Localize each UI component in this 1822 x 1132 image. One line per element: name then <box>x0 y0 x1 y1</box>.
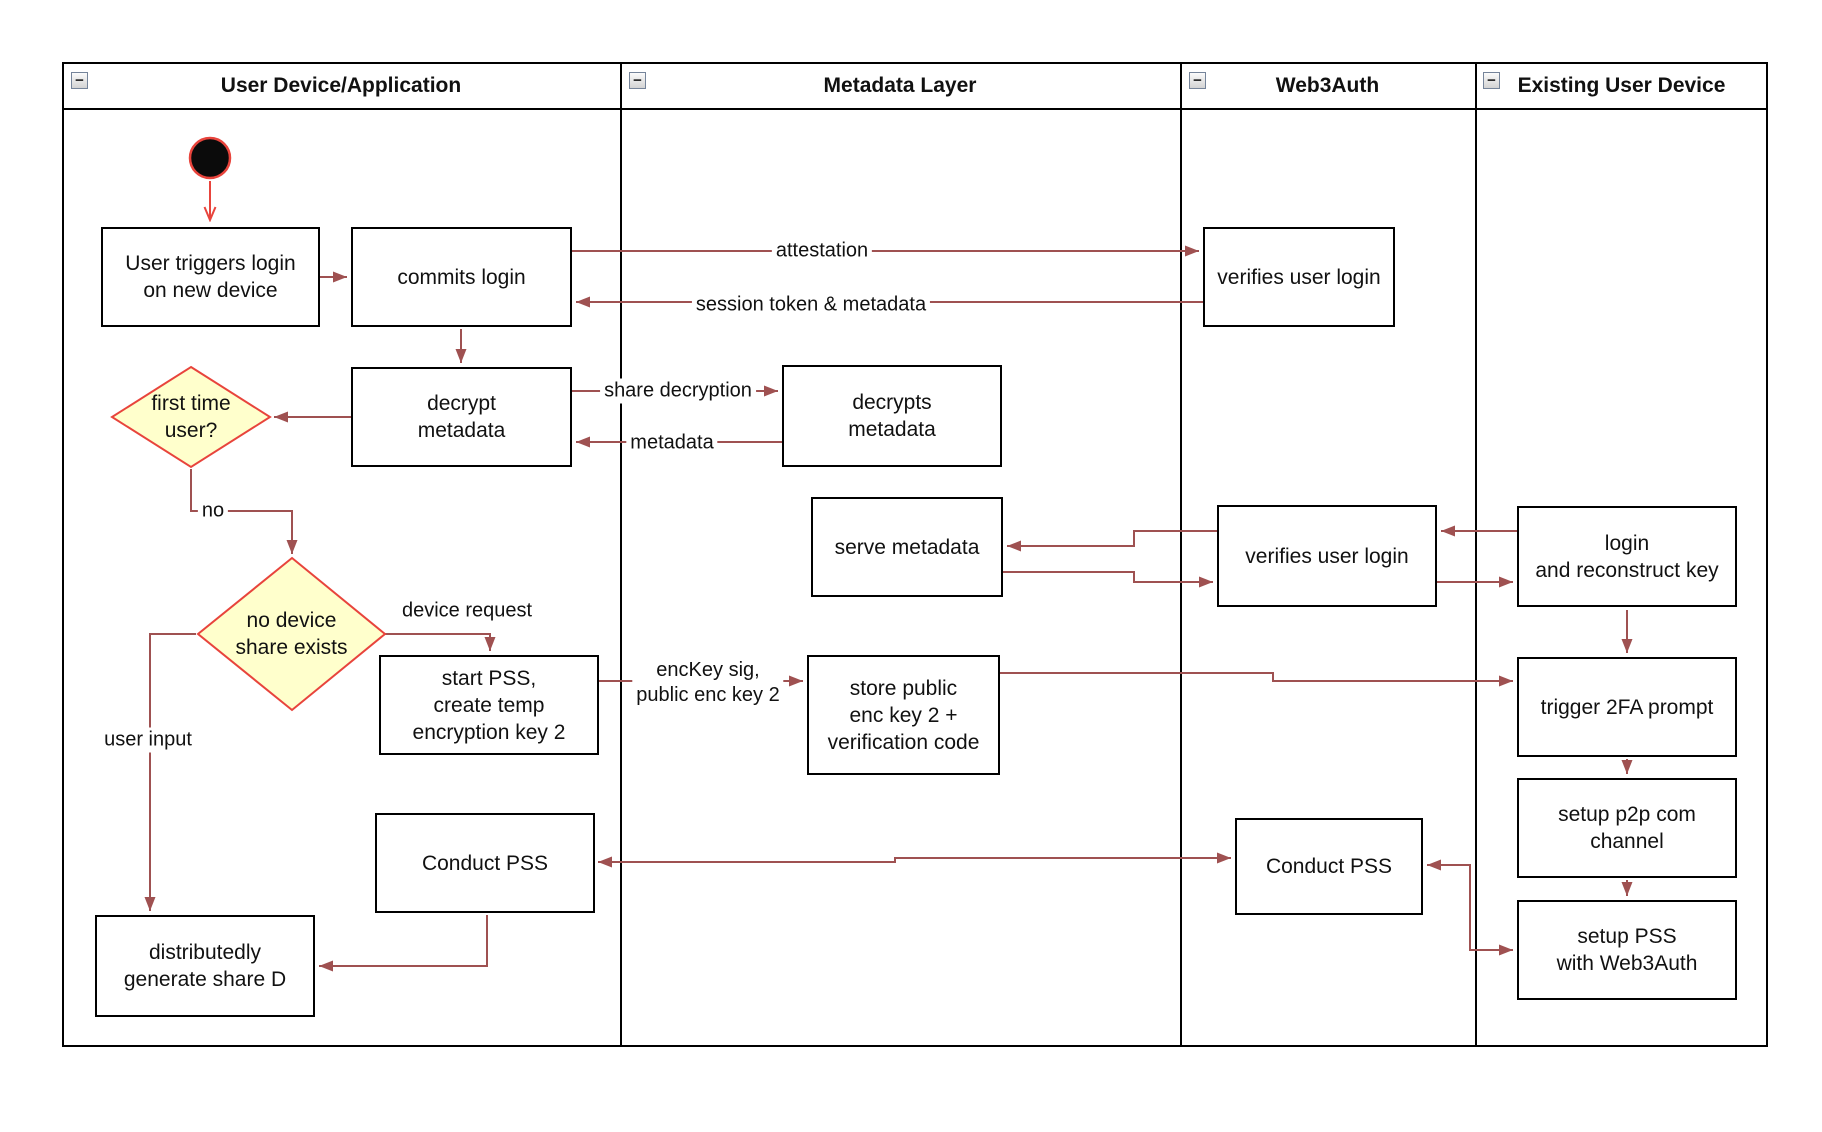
decision-first-time-user <box>110 365 272 469</box>
edge-label-enckey: encKey sig, public enc key 2 <box>632 658 784 708</box>
flow-node-serve-metadata: serve metadata <box>811 497 1003 597</box>
decision-no-device-share <box>196 556 387 712</box>
connector-conduct-to-distributed <box>319 915 488 972</box>
flow-node-verifies-login-2: verifies user login <box>1217 505 1437 607</box>
flow-node-start-pss: start PSS, create temp encryption key 2 <box>379 655 599 755</box>
flow-node-decrypts-metadata: decrypts metadata <box>782 365 1002 467</box>
edge-label-attestation: attestation <box>771 238 873 264</box>
edge-label-metadata: metadata <box>626 430 718 456</box>
collapse-lane-icon[interactable]: − <box>1483 72 1500 89</box>
connector-device-request <box>385 633 496 651</box>
decision-text-first-time-user: first time user? <box>151 392 231 442</box>
edge-label-no: no <box>197 498 229 524</box>
connector-user-input <box>144 633 196 911</box>
flow-node-store-public-key: store public enc key 2 + verification co… <box>807 655 1000 775</box>
edge-label-session-token: session token & metadata <box>691 292 931 318</box>
collapse-lane-icon[interactable]: − <box>1189 72 1206 89</box>
lane-title-user-device: User Device/Application <box>220 74 462 97</box>
lane-divider-1 <box>620 62 622 1047</box>
flow-node-user-triggers-login: User triggers login on new device <box>101 227 320 327</box>
flow-node-setup-p2p: setup p2p com channel <box>1517 778 1737 878</box>
lane-title-web3auth: Web3Auth <box>1275 74 1380 97</box>
lane-header-divider <box>62 108 1768 110</box>
flow-node-login-reconstruct: login and reconstruct key <box>1517 506 1737 607</box>
lane-divider-2 <box>1180 62 1182 1047</box>
edge-label-device-request: device request <box>401 599 533 622</box>
connector-conduct-pss-link <box>598 852 1231 868</box>
start-node <box>188 136 232 180</box>
lane-divider-3 <box>1475 62 1477 1047</box>
lane-title-existing-device: Existing User Device <box>1517 74 1726 97</box>
pool-frame <box>62 62 1768 1047</box>
flow-node-conduct-pss-web3: Conduct PSS <box>1235 818 1423 915</box>
flow-node-conduct-pss-user: Conduct PSS <box>375 813 595 913</box>
connector-serve-to-verifies2 <box>1003 571 1213 588</box>
connector-verifies2-to-serve <box>1007 530 1217 552</box>
collapse-lane-icon[interactable]: − <box>71 72 88 89</box>
connector-store-to-2fa <box>1000 672 1513 687</box>
flow-node-trigger-2fa: trigger 2FA prompt <box>1517 657 1737 757</box>
flow-node-verifies-login-1: verifies user login <box>1203 227 1395 327</box>
flow-node-decrypt-metadata: decrypt metadata <box>351 367 572 467</box>
connector-setup-pss-conduct-link <box>1427 859 1513 956</box>
edge-label-share-decryption: share decryption <box>600 378 756 404</box>
decision-text-no-device-share: no device share exists <box>235 609 348 659</box>
lane-title-metadata: Metadata Layer <box>823 74 977 97</box>
connector-no-branch <box>190 469 298 554</box>
edge-label-user-input: user input <box>100 727 196 753</box>
flow-node-setup-pss: setup PSS with Web3Auth <box>1517 900 1737 1000</box>
flow-node-distributed-share: distributedly generate share D <box>95 915 315 1017</box>
collapse-lane-icon[interactable]: − <box>629 72 646 89</box>
flow-node-commits-login: commits login <box>351 227 572 327</box>
